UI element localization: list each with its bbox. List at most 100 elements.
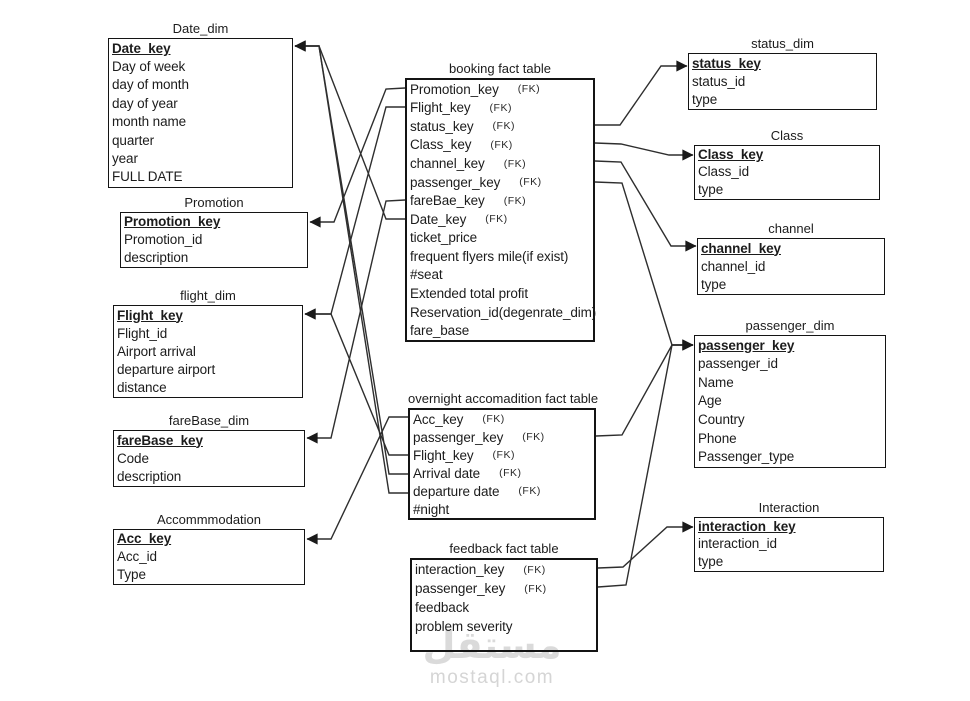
relationship-line-feedback_fact.passenger_key-to-passenger_dim — [597, 339, 694, 588]
field-passenger_dim-passenger_key: passenger_key — [695, 336, 885, 355]
field-name: Phone — [698, 430, 737, 446]
relationship-line-overnight_fact.passenger_key-to-passenger_dim — [595, 339, 694, 437]
field-date_dim-day_of_year: day of year — [109, 94, 292, 112]
primary-key-name: passenger_key — [698, 337, 795, 353]
field-name: feedback — [415, 600, 469, 615]
field-name: Class_id — [698, 164, 749, 180]
field-name: passenger_key — [415, 581, 506, 596]
entity-title-feedback_fact: feedback fact table — [449, 541, 559, 556]
field-overnight_fact-departure_date: departure date (FK) — [410, 482, 594, 500]
primary-key-name: interaction_key — [698, 519, 796, 535]
entity-title-interaction: Interaction — [758, 500, 820, 515]
field-date_dim-year: year — [109, 149, 292, 167]
foreign-key-badge: (FK) — [492, 120, 515, 133]
field-name: type — [692, 91, 718, 107]
field-name: channel_id — [701, 258, 766, 274]
field-status_dim-status_id: status_id — [689, 72, 876, 90]
field-feedback_fact-interaction_key: interaction_key(FK) — [412, 560, 596, 579]
primary-key-name: Flight_key — [117, 307, 183, 323]
field-name: passenger_id — [698, 356, 778, 372]
field-status_dim-type: type — [689, 90, 876, 108]
field-name: Name — [698, 374, 734, 390]
field-feedback_fact-problem_severity: problem severity — [412, 617, 596, 636]
field-passenger_dim-passenger_id: passenger_id — [695, 355, 885, 374]
field-interaction-interaction_key: interaction_key — [695, 518, 883, 535]
field-name: fareBae_key — [410, 193, 485, 209]
field-name: Acc_key — [413, 411, 464, 427]
field-booking_fact-frequent_flyers_mile_if_exist_: frequent flyers mile(if exist) — [407, 247, 593, 266]
field-name: Promotion_key — [410, 81, 499, 97]
primary-key-name: Acc_key — [117, 531, 172, 547]
field-date_dim-quarter: quarter — [109, 131, 292, 149]
field-date_dim-Day_of_week: Day of week — [109, 57, 292, 75]
field-name: Date_key — [410, 211, 467, 227]
field-booking_fact-Flight_key: Flight_key(FK) — [407, 99, 593, 118]
field-name: description — [124, 249, 189, 265]
relationship-line-feedback_fact.interaction_key-to-interaction — [597, 521, 694, 569]
relationship-line-booking_fact.passenger_key-to-passenger_dim — [594, 181, 694, 351]
field-name: type — [698, 553, 724, 569]
field-name: quarter — [112, 132, 155, 148]
field-overnight_fact-passenger_key: passenger_key(FK) — [410, 428, 594, 446]
field-date_dim-day_of_month: day of month — [109, 76, 292, 94]
field-name: frequent flyers mile(if exist) — [410, 248, 569, 264]
field-class-Class_id: Class_id — [695, 163, 879, 180]
field-class-Class_key: Class_key — [695, 146, 879, 163]
field-name: Code — [117, 450, 149, 466]
foreign-key-badge: (FK) — [517, 83, 541, 96]
field-passenger_dim-Age: Age — [695, 392, 885, 411]
field-booking_fact-fare_base: fare_base — [407, 321, 593, 340]
field-overnight_fact-_night: #night — [410, 500, 594, 518]
field-name: status_key — [410, 118, 474, 134]
relationship-line-booking_fact.Promotion_key-to-promotion — [309, 87, 406, 228]
entity-box-overnight_fact: Acc_key (FK) passenger_key(FK)Flight_key(F… — [408, 408, 596, 520]
field-name: departure date — [413, 483, 500, 499]
field-name: day of year — [112, 95, 178, 111]
field-name: passenger_key — [410, 174, 501, 190]
field-name: interaction_id — [698, 536, 777, 552]
primary-key-name: status_key — [692, 55, 761, 71]
field-name: distance — [117, 379, 167, 395]
field-booking_fact-ticket_price: ticket_price — [407, 229, 593, 248]
field-name: #night — [413, 501, 450, 517]
field-name: fare_base — [410, 323, 470, 339]
field-flight_dim-Flight_id: Flight_id — [114, 324, 302, 342]
field-promotion-description: description — [121, 248, 307, 266]
foreign-key-badge: (FK) — [492, 449, 515, 461]
field-promotion-Promotion_key: Promotion_key — [121, 213, 307, 231]
field-flight_dim-Airport_arrival: Airport arrival — [114, 342, 302, 360]
field-channel-channel_key: channel_key — [698, 239, 884, 257]
field-farebase_dim-description: description — [114, 467, 304, 485]
field-name: interaction_key — [415, 562, 505, 577]
field-booking_fact-_seat: #seat — [407, 266, 593, 285]
primary-key-name: channel_key — [701, 240, 781, 256]
primary-key-name: Promotion_key — [124, 214, 221, 230]
field-farebase_dim-Code: Code — [114, 449, 304, 467]
field-passenger_dim-Name: Name — [695, 373, 885, 392]
field-name: year — [112, 150, 138, 166]
primary-key-name: Date_key — [112, 40, 171, 56]
field-name: channel_key — [410, 156, 485, 172]
entity-feedback_fact: feedback fact table interaction_key(FK)pa… — [410, 541, 598, 652]
field-name: Age — [698, 393, 722, 409]
field-overnight_fact-Flight_key: Flight_key(FK) — [410, 446, 594, 464]
field-passenger_dim-Passenger_type: Passenger_type — [695, 447, 885, 466]
foreign-key-badge: (FK) — [482, 413, 505, 425]
field-channel-channel_id: channel_id — [698, 257, 884, 275]
relationship-line-booking_fact.Class_key-to-class — [594, 142, 694, 161]
foreign-key-badge: (FK) — [518, 485, 541, 497]
field-flight_dim-Flight_key: Flight_key — [114, 306, 302, 324]
field-flight_dim-departure_airport: departure airport — [114, 360, 302, 378]
